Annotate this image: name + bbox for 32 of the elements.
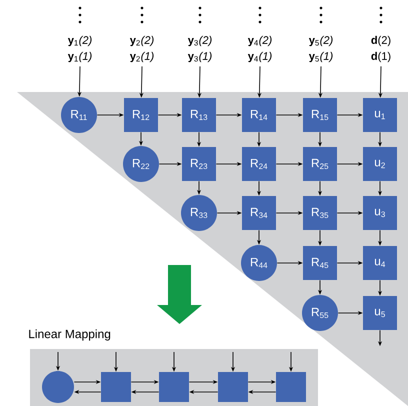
square-node: R$_{34}$: [242, 196, 276, 230]
square-node: R$_{45}$: [303, 246, 337, 280]
input-label: y$_{4}$(2) y$_{4}$(1): [248, 36, 272, 62]
circle-node: R$_{33}$: [181, 195, 217, 231]
square-node: R$_{12}$: [124, 98, 158, 132]
square-node: u$_{1}$: [363, 98, 397, 132]
square-node: [218, 372, 248, 402]
square-node: R$_{35}$: [303, 196, 337, 230]
square-node: R$_{25}$: [303, 147, 337, 181]
square-node: R$_{14}$: [242, 98, 276, 132]
square-node: R$_{23}$: [182, 147, 216, 181]
section-title: Linear Mapping: [29, 329, 110, 341]
square-node: u$_{4}$: [363, 246, 397, 280]
square-node: R$_{13}$: [182, 98, 216, 132]
square-node: R$_{15}$: [303, 98, 337, 132]
square-node: u$_{5}$: [363, 296, 397, 330]
circle-node: R$_{44}$: [241, 245, 277, 281]
circle-node: R$_{11}$: [61, 97, 97, 133]
input-label: y$_{5}$(2) y$_{5}$(1): [308, 36, 333, 62]
square-node: [159, 372, 189, 402]
square-node: u$_{2}$: [363, 147, 397, 181]
input-label: y$_{2}$(2) y$_{2}$(1): [130, 36, 154, 62]
input-label: y$_{3}$(2) y$_{3}$(1): [188, 36, 212, 62]
square-node: R$_{24}$: [242, 147, 276, 181]
circle-node: R$_{22}$: [123, 146, 159, 182]
square-node: [101, 372, 131, 402]
circle-node: R$_{55}$: [302, 295, 338, 331]
input-label: d(2) d(1): [371, 36, 390, 62]
circle-node: [42, 371, 74, 403]
square-node: u$_{3}$: [363, 196, 397, 230]
input-label: y$_{1}$(2) y$_{1}$(1): [68, 36, 92, 62]
square-node: [276, 372, 306, 402]
